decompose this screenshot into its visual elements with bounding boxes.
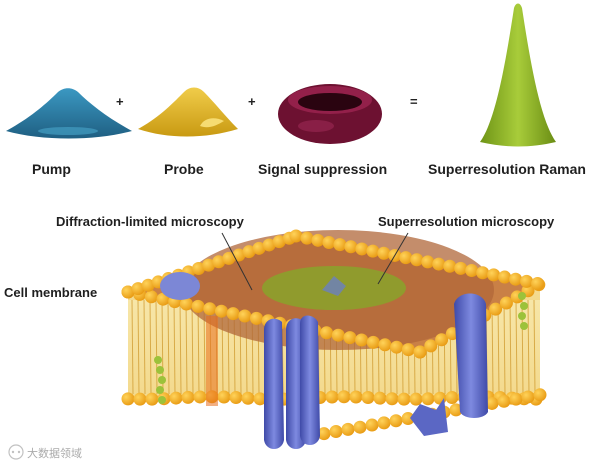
lipid-head	[300, 232, 313, 245]
lipid-head	[338, 390, 351, 403]
superresolution-microscopy-label: Superresolution microscopy	[378, 214, 554, 229]
probe-label: Probe	[164, 161, 204, 177]
pump-label: Pump	[32, 161, 71, 177]
lipid-head	[203, 302, 216, 315]
lipid-head	[465, 264, 478, 277]
lipid-head	[182, 391, 195, 404]
lipid-head	[145, 290, 158, 303]
lipid-head	[510, 393, 523, 406]
transmembrane-protein-left	[264, 316, 320, 450]
lipid-head	[386, 392, 399, 405]
lipid-head	[227, 307, 240, 320]
lipid-head	[355, 242, 368, 255]
lipid-head	[170, 392, 183, 405]
diffraction-limited-label: Diffraction-limited microscopy	[56, 214, 244, 229]
lipid-head	[342, 423, 355, 436]
lipid-head	[355, 334, 368, 347]
lipid-head	[498, 395, 511, 408]
lipid-head	[218, 391, 231, 404]
lipid-head	[377, 247, 390, 260]
lipid-head	[443, 260, 456, 273]
lipid-head	[326, 390, 339, 403]
lipid-head	[322, 236, 335, 249]
lipid-head	[422, 392, 435, 405]
lipid-head	[534, 388, 547, 401]
lipid-head	[446, 391, 459, 404]
lipid-head	[399, 251, 412, 264]
superresolution-raman-shape	[480, 4, 556, 147]
lipid-head	[498, 271, 511, 284]
cell-membrane-block	[122, 230, 547, 450]
lipid-head	[332, 329, 345, 342]
lipid-head	[390, 414, 403, 427]
lipid-head	[250, 312, 263, 325]
pump-shape	[6, 88, 132, 138]
lipid-head	[192, 300, 205, 313]
lipid-head	[487, 268, 500, 281]
lipid-head	[410, 393, 423, 406]
lipid-head	[476, 266, 489, 279]
lipid-head	[402, 343, 415, 356]
signal-suppression-shape	[278, 84, 382, 144]
lipid-head	[366, 245, 379, 258]
lipid-head	[374, 392, 387, 405]
lipid-head	[330, 425, 343, 438]
lipid-head	[378, 416, 391, 429]
plus-sign-2: +	[248, 94, 256, 109]
lipid-head	[421, 255, 434, 268]
protein-corner	[160, 272, 200, 300]
lipid-head	[122, 392, 135, 405]
lipid-head	[230, 391, 243, 404]
lipid-head	[134, 393, 147, 406]
lipid-head	[398, 393, 411, 406]
equals-sign: =	[410, 94, 418, 109]
lipid-head	[362, 391, 375, 404]
lipid-head	[242, 392, 255, 405]
lipid-head	[522, 390, 535, 403]
lipid-head	[454, 262, 467, 275]
lipid-head	[520, 275, 533, 288]
superresolution-raman-label: Superresolution Raman	[428, 161, 586, 177]
probe-shape	[138, 88, 238, 137]
lipid-head	[509, 273, 522, 286]
lipid-head	[333, 238, 346, 251]
cell-membrane-label: Cell membrane	[4, 285, 97, 300]
lipid-head	[390, 341, 403, 354]
lipid-head	[354, 421, 367, 434]
lipid-head	[311, 234, 324, 247]
lipid-head	[320, 326, 333, 339]
channel-left	[206, 316, 218, 406]
lipid-head	[378, 338, 391, 351]
lipid-head	[432, 258, 445, 271]
lipid-head	[531, 277, 544, 290]
lipid-head	[194, 390, 207, 403]
lipid-head	[350, 390, 363, 403]
lipid-head	[344, 240, 357, 253]
lipid-head	[343, 331, 356, 344]
lipid-head	[410, 253, 423, 266]
plus-sign-1: +	[116, 94, 124, 109]
watermark-text: 大数据领域	[27, 445, 82, 461]
lipid-head	[238, 310, 251, 323]
lipid-head	[215, 305, 228, 318]
lipid-head	[290, 230, 303, 243]
lipid-head	[146, 393, 159, 406]
lipid-head	[366, 419, 379, 432]
watermark-logo-icon	[9, 445, 23, 459]
signal-suppression-label: Signal suppression	[258, 161, 387, 177]
lipid-head	[367, 336, 380, 349]
